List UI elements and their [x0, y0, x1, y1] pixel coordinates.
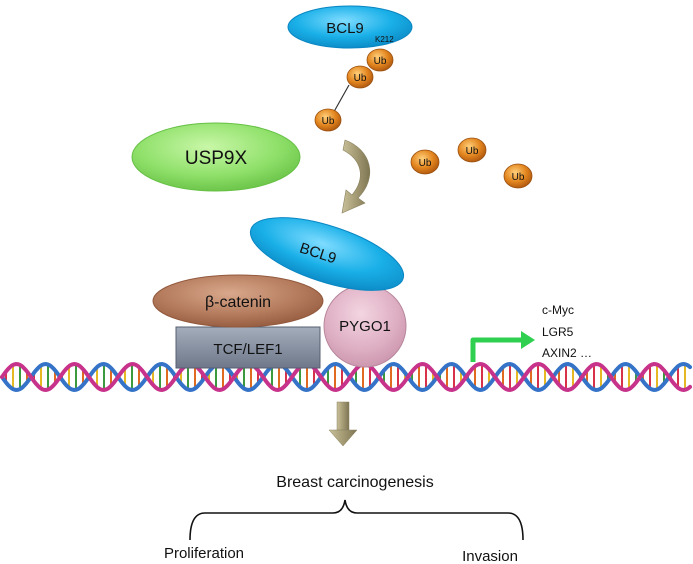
ub-chain: Ub Ub Ub — [314, 48, 394, 132]
ub-chain-2: Ub — [346, 65, 374, 89]
target-gene-lgr5: LGR5 — [542, 325, 574, 339]
bcl9-complex-ellipse — [249, 217, 405, 291]
bcl9-ubiquitinated: BCL9 K212 — [287, 5, 413, 49]
usp9x-ellipse — [131, 122, 301, 192]
ub-chain-3: Ub — [314, 108, 342, 132]
bcl9-complex-node: BCL9 — [249, 217, 405, 291]
ub-chain-3-label: Ub — [322, 116, 335, 127]
bcl9-top-label: BCL9 — [326, 20, 364, 37]
bcl9-top-ellipse — [287, 5, 413, 49]
transcription-arrow-head — [521, 331, 535, 349]
beta-catenin-node: β-catenin — [152, 274, 324, 328]
dna-helix — [0, 361, 692, 393]
k212-label: K212 — [375, 35, 394, 44]
ub-chain-1-label: Ub — [374, 56, 387, 67]
beta-catenin-ellipse — [152, 274, 324, 328]
dna-strand-blue — [0, 361, 692, 393]
outcome-proliferation: Proliferation — [164, 545, 244, 562]
deubiquitination-arrow — [341, 139, 371, 214]
ub-free-3: Ub — [503, 163, 533, 189]
usp9x-node: USP9X — [131, 122, 301, 192]
outcome-invasion: Invasion — [462, 548, 518, 564]
beta-catenin-label: β-catenin — [205, 294, 271, 311]
down-arrow — [328, 401, 358, 447]
ub-free: Ub Ub Ub — [410, 137, 533, 189]
ub-free-1: Ub — [410, 149, 440, 175]
ub-chain-2-label: Ub — [354, 73, 367, 84]
pygo1-node: PYGO1 — [323, 284, 407, 368]
target-genes: c-Myc LGR5 AXIN2 … — [542, 303, 592, 360]
ub-free-3-label: Ub — [512, 172, 525, 183]
tcf-lef1-label: TCF/LEF1 — [213, 341, 282, 358]
ub-free-2-label: Ub — [466, 146, 479, 157]
tcf-lef1-node: TCF/LEF1 — [175, 326, 321, 369]
dna-strand-red — [0, 361, 692, 393]
tcf-lef1-box — [175, 326, 321, 369]
ub-chain-1: Ub — [366, 48, 394, 72]
pygo1-label: PYGO1 — [339, 318, 391, 335]
outcome-title: Breast carcinogenesis — [276, 474, 433, 491]
target-gene-cmyc: c-Myc — [542, 303, 574, 317]
outcome-brace — [189, 499, 524, 541]
target-gene-axin2: AXIN2 … — [542, 346, 592, 360]
ub-free-1-label: Ub — [419, 158, 432, 169]
usp9x-label: USP9X — [185, 148, 248, 169]
ub-free-2: Ub — [457, 137, 487, 163]
transcription-arrow — [470, 337, 523, 362]
